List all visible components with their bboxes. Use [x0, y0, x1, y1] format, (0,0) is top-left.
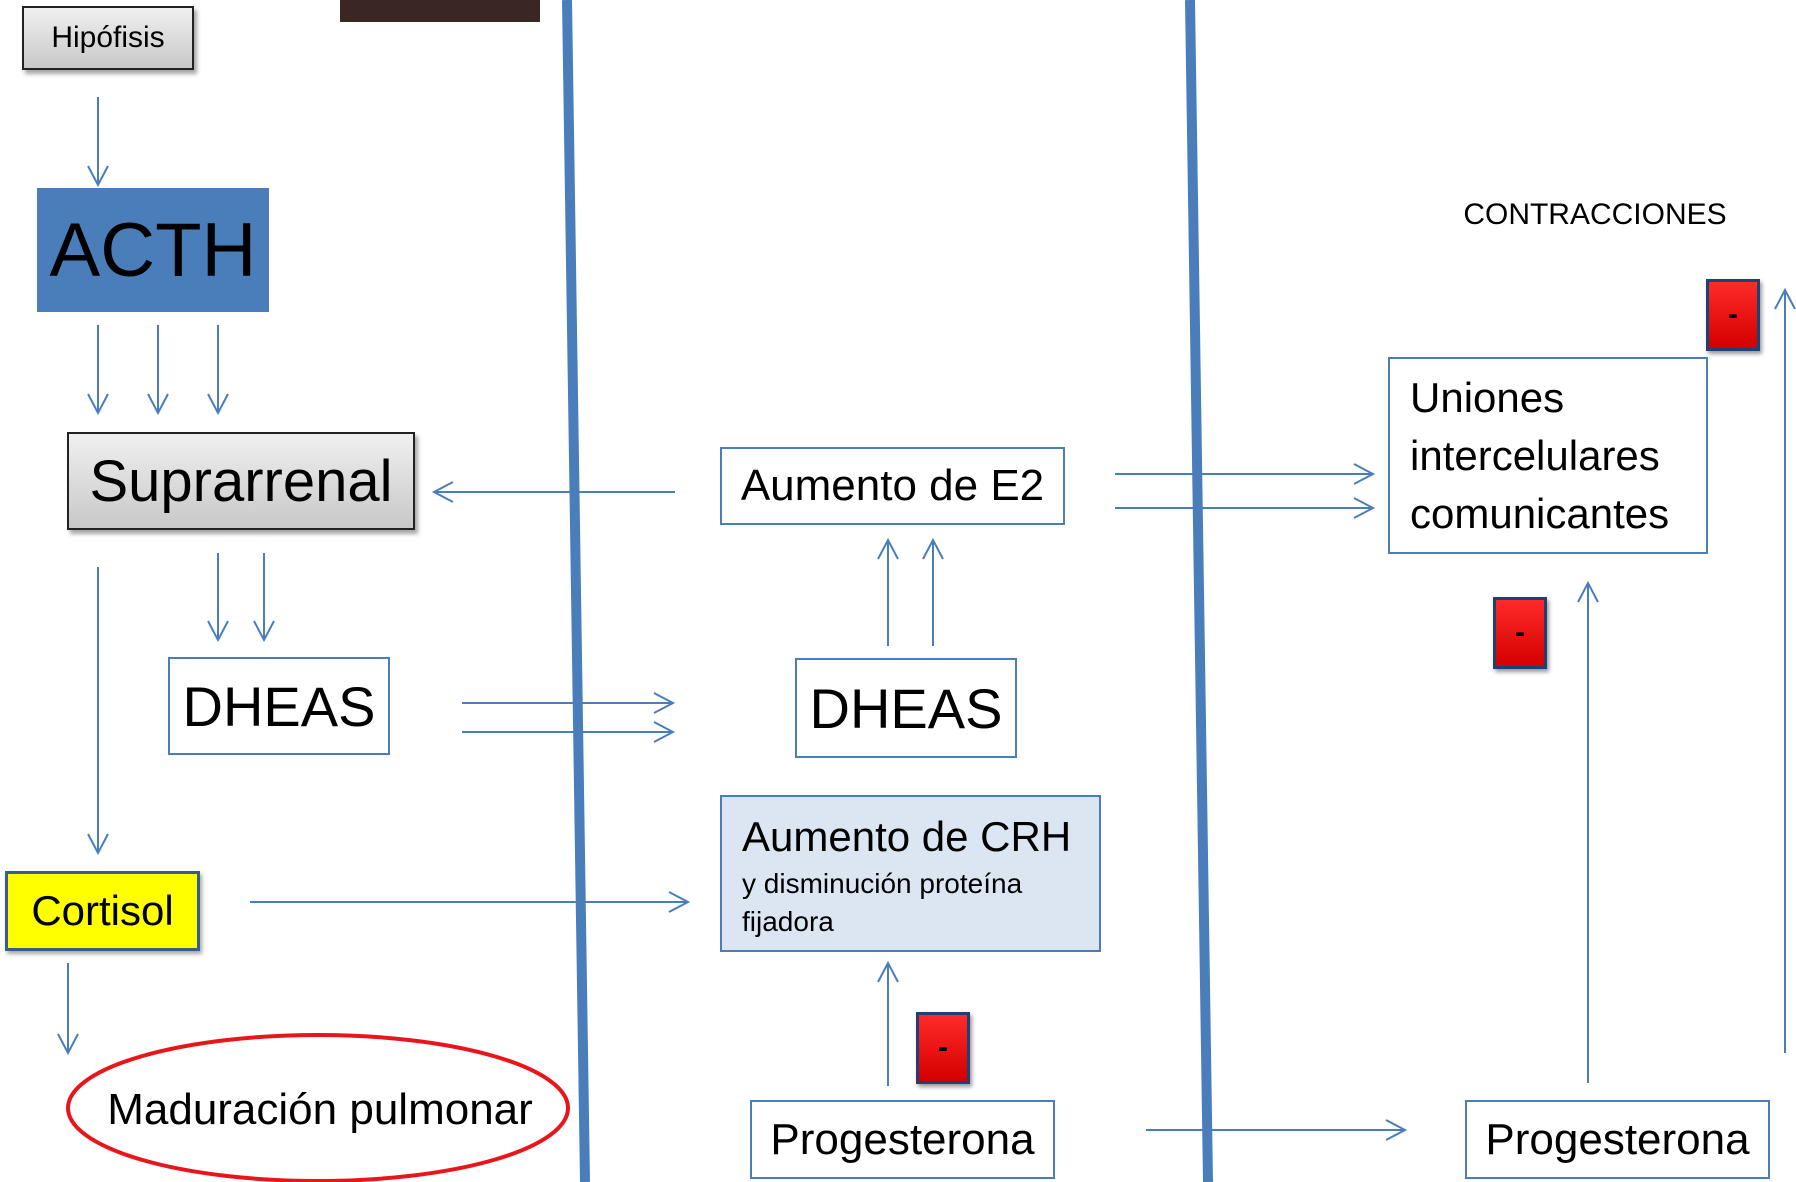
acth-label: ACTH	[49, 207, 257, 293]
progesterona-right-label: Progesterona	[1485, 1114, 1750, 1164]
cortisol-box: Cortisol	[5, 871, 200, 951]
suprarrenal-box: Suprarrenal	[67, 432, 415, 530]
divider-left	[562, 0, 590, 1182]
dheas-mid-label: DHEAS	[809, 676, 1003, 740]
uniones-box: Uniones intercelulares comunicantes	[1388, 357, 1708, 554]
crh-title: Aumento de CRH	[742, 813, 1072, 860]
uniones-label: Uniones intercelulares comunicantes	[1410, 373, 1670, 537]
contracciones-label: CONTRACCIONES	[1463, 198, 1727, 231]
inhibitor-uniones: -	[1493, 597, 1547, 669]
progesterona-mid-label: Progesterona	[770, 1114, 1035, 1164]
progesterona-right-box: Progesterona	[1465, 1100, 1770, 1179]
aumento-e2-box: Aumento de E2	[720, 447, 1065, 525]
crh-box: Aumento de CRH y disminución proteína fi…	[720, 795, 1101, 952]
maduracion-ellipse	[66, 1033, 570, 1182]
dheas-left-label: DHEAS	[182, 674, 376, 738]
progesterona-mid-box: Progesterona	[750, 1100, 1055, 1179]
inhibitor-mid: -	[916, 1012, 970, 1084]
suprarrenal-label: Suprarrenal	[89, 448, 393, 514]
inhibitor-contracciones: -	[1706, 279, 1760, 351]
divider-right	[1185, 0, 1213, 1182]
crh-subtitle: y disminución proteína fijadora	[742, 868, 1023, 937]
maduracion-node: Maduración pulmonar	[70, 1075, 570, 1145]
hipofisis-box: Hipófisis	[22, 6, 194, 70]
hipofisis-label: Hipófisis	[51, 21, 165, 54]
dheas-left-box: DHEAS	[168, 657, 390, 755]
aumento-e2-label: Aumento de E2	[740, 461, 1045, 510]
contracciones-label-box: CONTRACCIONES	[1445, 190, 1745, 240]
acth-box: ACTH	[37, 188, 269, 312]
photo-fragment	[340, 0, 540, 22]
maduracion-label: Maduración pulmonar	[107, 1085, 533, 1134]
cortisol-label: Cortisol	[31, 887, 174, 934]
dheas-mid-box: DHEAS	[795, 658, 1017, 758]
